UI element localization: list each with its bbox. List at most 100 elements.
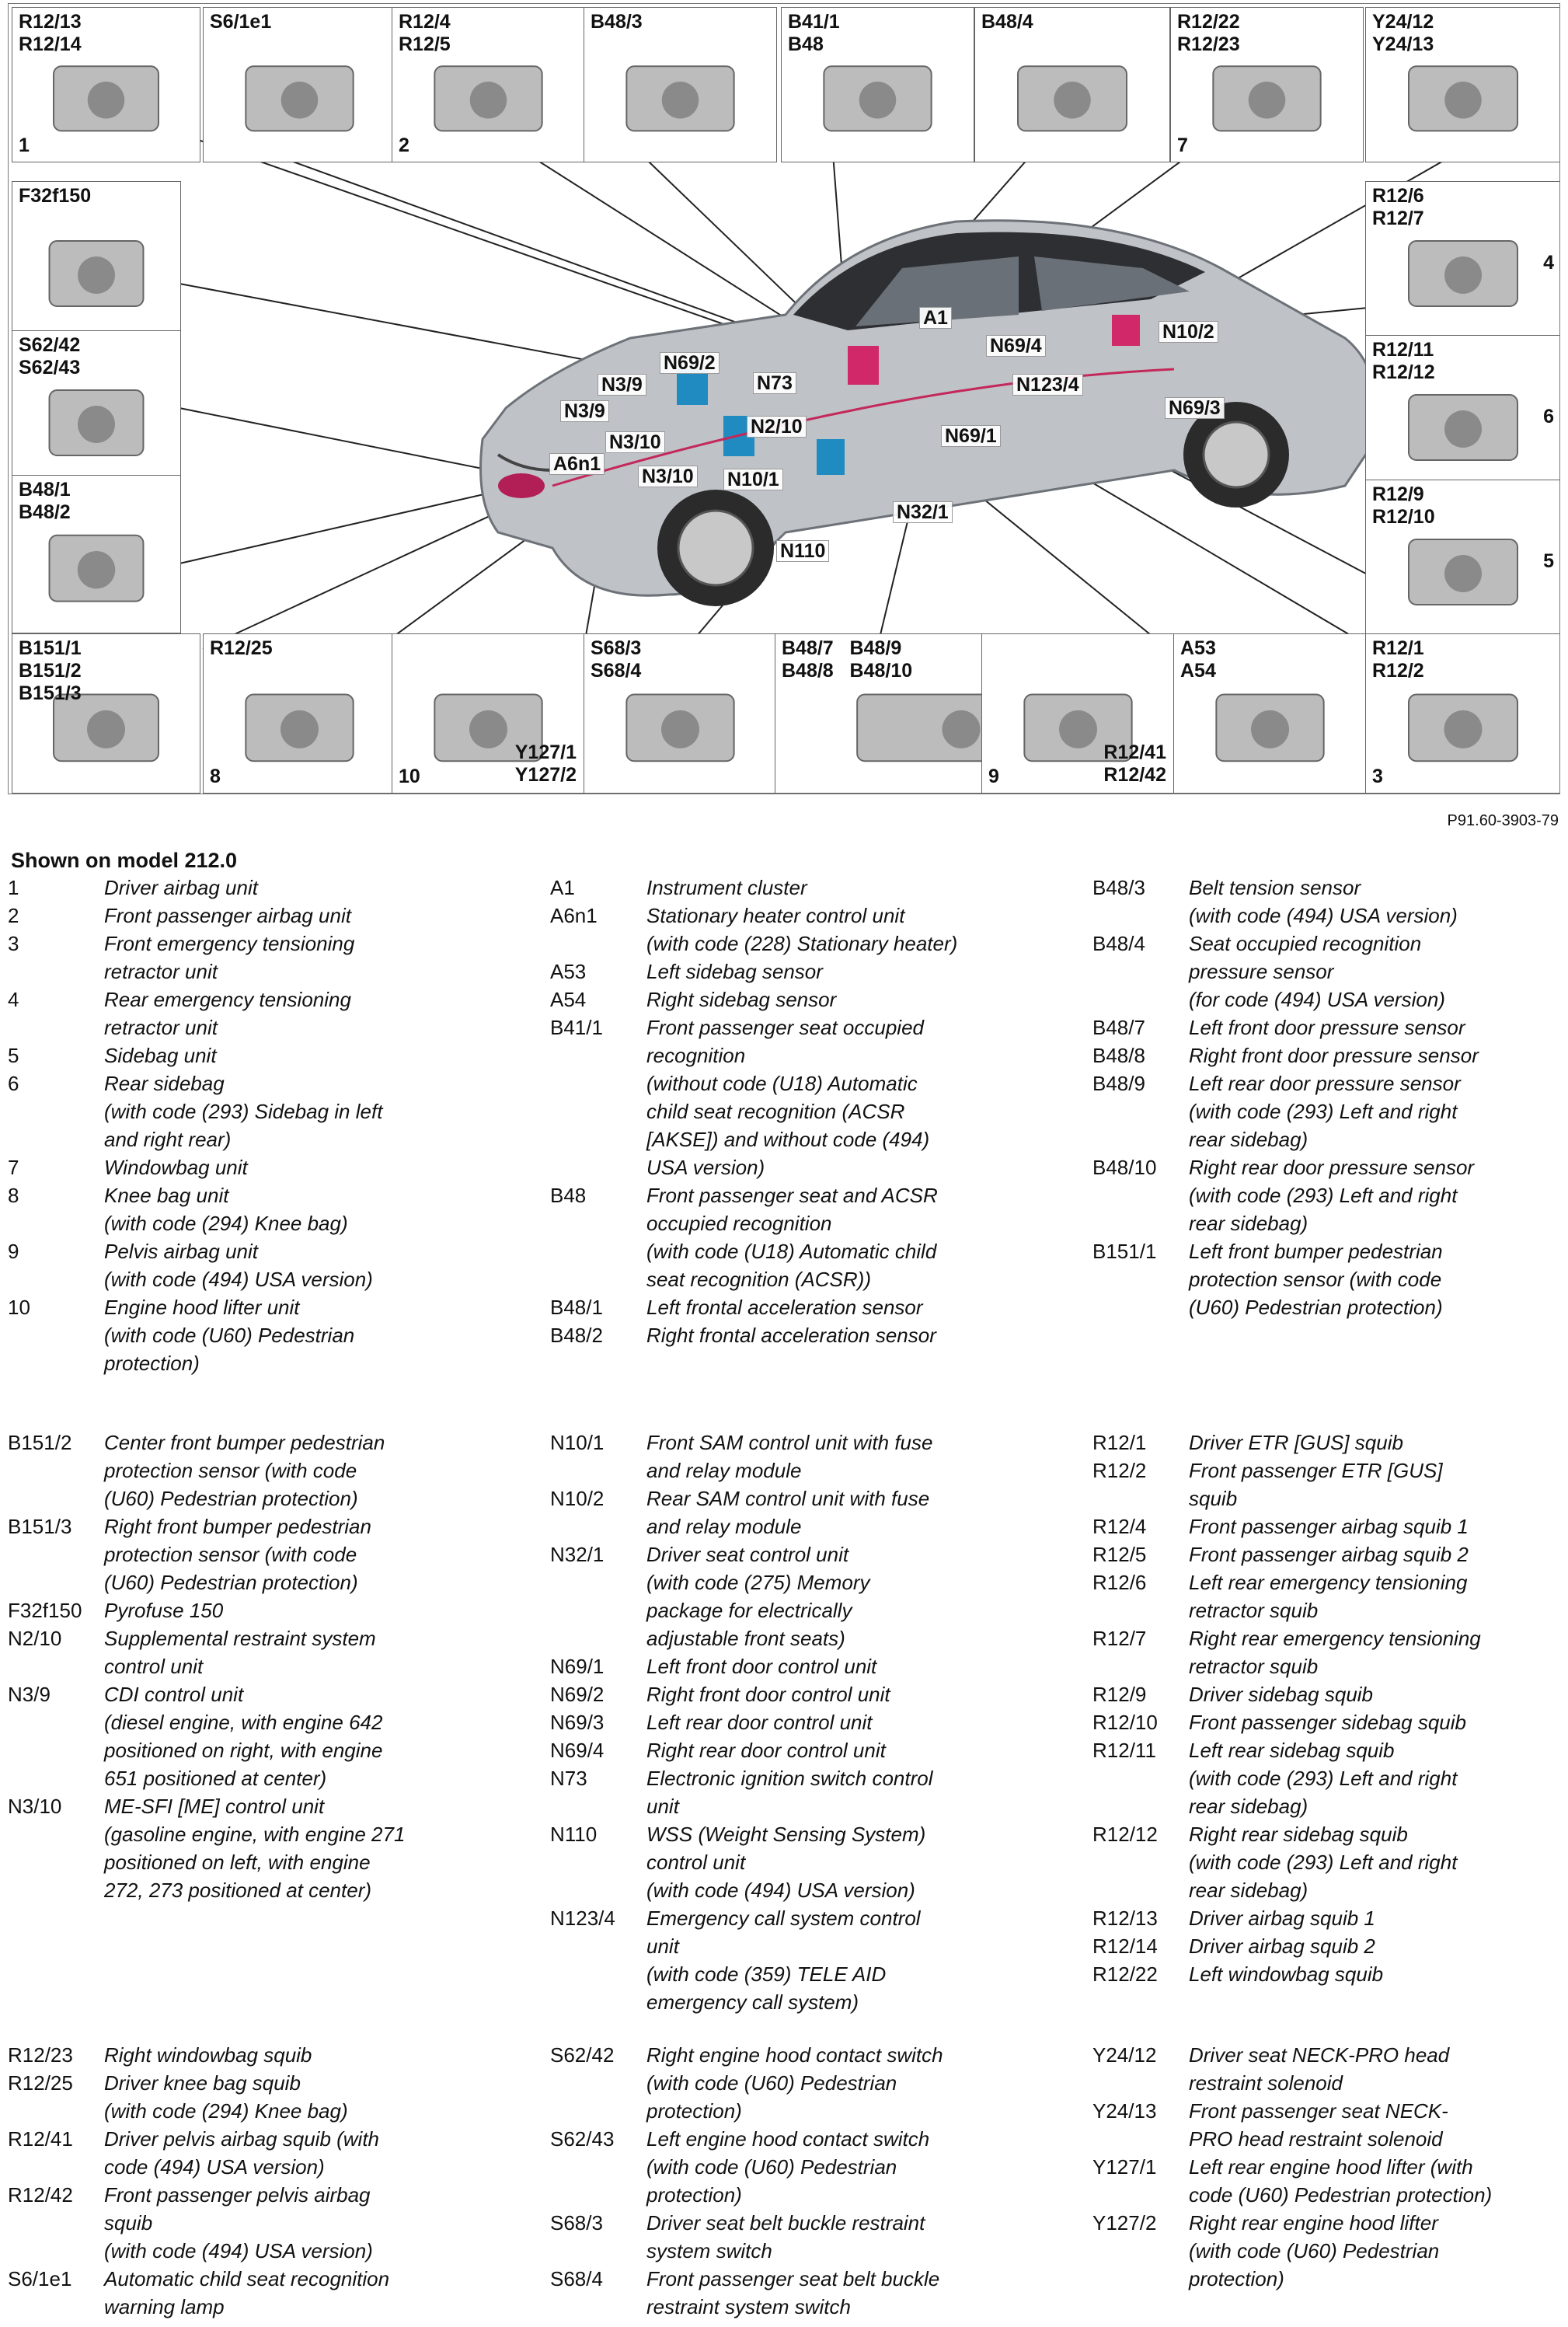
legend-description: Belt tension sensor (with code (494) USA… [1189,874,1568,930]
legend-code: R12/13 [1092,1904,1189,1932]
component-box-number: 1 [19,134,30,157]
legend-description: Front passenger seat NECK- PRO head rest… [1189,2097,1568,2153]
legend-description: ME-SFI [ME] control unit (gasoline engin… [104,1792,505,1904]
legend-code: S6/1e1 [8,2265,104,2321]
component-box-number: 4 [1543,252,1554,274]
legend-code: R12/41 [8,2125,104,2181]
legend-description: Emergency call system control unit (with… [646,1904,1047,2016]
legend-description: Front passenger seat occupied recognitio… [646,1013,1047,1181]
legend-description: Driver seat belt buckle restraint system… [646,2209,1047,2265]
legend-code: A6n1 [550,902,646,958]
legend-entry: N10/1Front SAM control unit with fuse an… [550,1429,1047,1484]
legend-entry: R12/5Front passenger airbag squib 2 [1092,1540,1568,1568]
legend-entry: R12/9Driver sidebag squib [1092,1680,1568,1708]
legend-description: Left front bumper pedestrian protection … [1189,1237,1568,1321]
legend-entry: R12/2Front passenger ETR [GUS] squib [1092,1457,1568,1512]
legend-description: Driver seat NECK-PRO head restraint sole… [1189,2041,1568,2097]
component-callout-label: N69/2 [660,352,720,374]
legend-description: Right sidebag sensor [646,986,1047,1013]
component-photo-box: Y127/1 Y127/210 [392,633,585,794]
legend-description: Driver airbag squib 2 [1189,1932,1568,1960]
legend-entry: B48/8 Right front door pressure sensor [1092,1041,1568,1069]
legend-entry: A54Right sidebag sensor [550,986,1047,1013]
component-callout-label: N110 [776,540,829,562]
component-box-label: R12/1 R12/2 [1372,637,1424,682]
component-box-number: 2 [399,134,409,157]
component-photo-box: F32f150 [12,181,181,338]
legend-entry: N10/2Rear SAM control unit with fuse and… [550,1484,1047,1540]
component-box-number: 8 [210,766,221,788]
legend-description: Right front door control unit [646,1680,1047,1708]
legend-entry: 2Front passenger airbag unit [8,902,505,930]
component-callout-label: A6n1 [549,453,605,475]
component-photo-box: R12/4 R12/5 2 [392,7,585,162]
legend-description: Left windowbag squib [1189,1960,1568,1988]
legend-entry: 10Engine hood lifter unit (with code (U6… [8,1293,505,1377]
component-photo-box: R12/22 R12/23 7 [1170,7,1364,162]
legend-code: N3/9 [8,1680,104,1792]
legend-code: N69/4 [550,1736,646,1764]
component-box-label: R12/41 R12/42 [1103,741,1166,787]
legend-description: Front passenger airbag squib 1 [1189,1512,1568,1540]
legend-description: Knee bag unit (with code (294) Knee bag) [104,1181,505,1237]
legend-code: N2/10 [8,1624,104,1680]
legend-entry: A6n1Stationary heater control unit (with… [550,902,1047,958]
legend-entry: 3Front emergency tensioning retractor un… [8,930,505,986]
component-photo-box: A53 A54 [1173,633,1367,794]
legend-description: Left rear door control unit [646,1708,1047,1736]
component-photo-box: R12/6 R12/7 4 [1365,181,1560,338]
legend-entry: R12/23Right windowbag squib [8,2041,505,2069]
legend-code: R12/4 [1092,1512,1189,1540]
legend-column: 1Driver airbag unit2Front passenger airb… [8,874,505,1377]
legend-entry: R12/4Front passenger airbag squib 1 [1092,1512,1568,1540]
legend-entry: B48Front passenger seat and ACSR occupie… [550,1181,1047,1293]
legend-entry: B48/2 Right frontal acceleration sensor [550,1321,1047,1349]
legend-description: Automatic child seat recognition warning… [104,2265,505,2321]
legend-description: Driver knee bag squib (with code (294) K… [104,2069,505,2125]
legend-entry: B151/3Right front bumper pedestrian prot… [8,1512,505,1596]
legend-code: N123/4 [550,1904,646,2016]
legend-code: 4 [8,986,104,1041]
legend-code: R12/1 [1092,1429,1189,1457]
legend-code: B48/3 [1092,874,1189,930]
legend-code: 10 [8,1293,104,1377]
component-box-label: B48/7 B48/9 B48/8 B48/10 [782,637,912,682]
component-callout-label: N32/1 [893,501,953,523]
legend-code: S68/4 [550,2265,646,2321]
legend-column: R12/23Right windowbag squibR12/25Driver … [8,2041,505,2321]
legend-entry: R12/22Left windowbag squib [1092,1960,1568,1988]
component-callout-label: N10/2 [1159,321,1218,343]
legend-code: B151/1 [1092,1237,1189,1321]
legend-code: 9 [8,1237,104,1293]
legend-entry: N69/3Left rear door control unit [550,1708,1047,1736]
legend-entry: B48/1 Left frontal acceleration sensor [550,1293,1047,1321]
component-box-label: R12/22 R12/23 [1177,11,1240,56]
legend-entry: R12/25Driver knee bag squib (with code (… [8,2069,505,2125]
legend-code: N10/1 [550,1429,646,1484]
component-box-label: B48/3 [591,11,643,33]
legend-code: B48/4 [1092,930,1189,1013]
legend-entry: N110WSS (Weight Sensing System) control … [550,1820,1047,1904]
component-box-number: 7 [1177,134,1188,157]
legend-code: R12/10 [1092,1708,1189,1736]
component-callout-label: N3/9 [598,374,646,396]
component-box-label: R12/4 R12/5 [399,11,451,56]
component-box-label: R12/6 R12/7 [1372,185,1424,230]
legend-code: R12/2 [1092,1457,1189,1512]
legend-code: 2 [8,902,104,930]
component-photo-box: S62/42 S62/43 [12,330,181,487]
component-callout-label: N3/10 [605,431,665,453]
legend-code: N69/3 [550,1708,646,1736]
legend-description: Left front door control unit [646,1652,1047,1680]
component-callout-label: N123/4 [1012,374,1083,396]
component-photo-box: B48/3 [584,7,777,162]
component-callout-label: N69/1 [941,425,1001,447]
legend-code: B48/2 [550,1321,646,1349]
legend-code: B48 [550,1181,646,1293]
legend-description: Engine hood lifter unit (with code (U60)… [104,1293,505,1377]
legend-description: Electronic ignition switch control unit [646,1764,1047,1820]
legend-code: S68/3 [550,2209,646,2265]
